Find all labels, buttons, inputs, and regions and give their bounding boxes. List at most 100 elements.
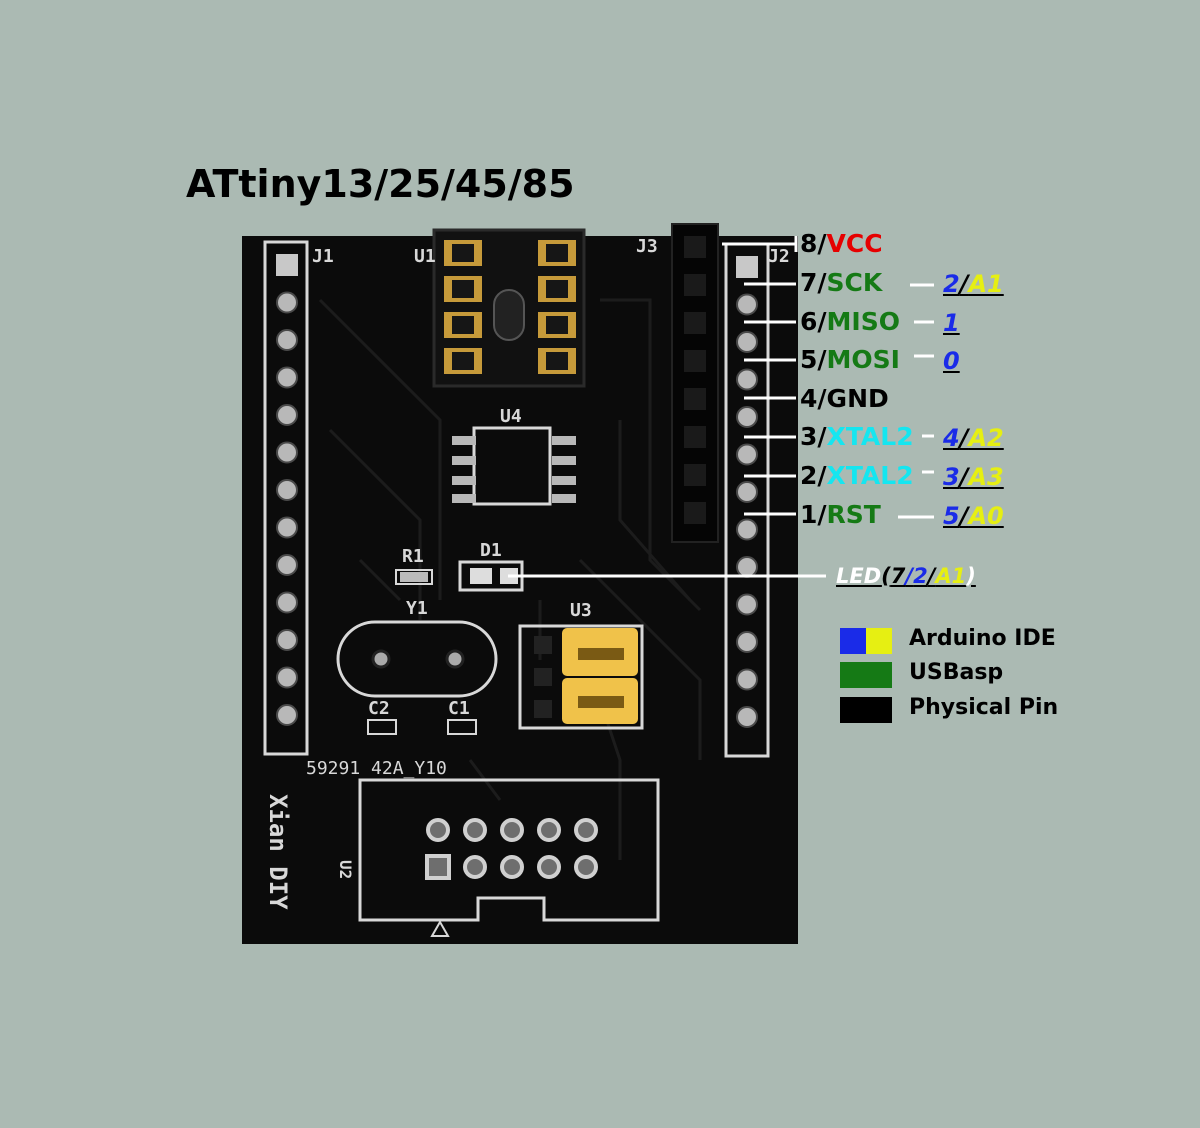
- physical-pin-number: 8: [800, 229, 818, 258]
- isp-pin: [463, 818, 487, 842]
- header-pin: [736, 706, 758, 728]
- led-label-part: ): [966, 564, 976, 588]
- arduino-pin-part: A0: [968, 502, 1004, 530]
- legend-swatch: [840, 628, 892, 654]
- arduino-pin-part: /: [959, 424, 969, 452]
- arduino-pin-part: 0: [943, 347, 960, 375]
- header-pin: [276, 704, 298, 726]
- led-label-part: 2: [913, 564, 928, 588]
- page-title: ATtiny13/25/45/85: [186, 162, 575, 206]
- isp-pin: [426, 818, 450, 842]
- silk-u3: U3: [570, 600, 592, 621]
- pin-label-7: 7/SCK: [800, 268, 882, 298]
- led-label-part: A1: [935, 564, 967, 588]
- header-pin: [276, 479, 298, 501]
- led-label-part: /: [927, 564, 936, 588]
- pin-function-name: XTAL2: [826, 422, 914, 451]
- header-pin: [736, 443, 758, 466]
- pin-label-8: 8/VCC: [800, 229, 883, 259]
- arduino-pin-part: 5: [943, 502, 960, 530]
- pin-function-name: SCK: [826, 268, 883, 297]
- arduino-pin-2: 3/A3: [943, 462, 1004, 492]
- silk-y1: Y1: [406, 598, 428, 619]
- header-pin: [276, 441, 298, 464]
- legend-swatch-half: [866, 628, 892, 654]
- led-label-part: LED: [836, 564, 882, 588]
- separator: /: [817, 461, 827, 490]
- separator: /: [817, 384, 827, 413]
- pin-label-3: 3/XTAL2: [800, 422, 914, 452]
- silk-d1: D1: [480, 540, 502, 561]
- physical-pin-number: 4: [800, 384, 818, 413]
- arduino-pin-part: 1: [943, 309, 960, 337]
- pin-label-2: 2/XTAL2: [800, 461, 914, 491]
- header-pin: [736, 593, 758, 616]
- legend-label: USBasp: [909, 660, 1004, 685]
- pin-label-5: 5/MOSI: [800, 345, 900, 375]
- arduino-pin-part: /: [959, 270, 969, 298]
- header-pin: [276, 666, 298, 689]
- physical-pin-number: 3: [800, 422, 818, 451]
- silk-u4: U4: [500, 406, 522, 427]
- arduino-pin-part: /: [959, 502, 969, 530]
- arduino-pin-3: 4/A2: [943, 423, 1004, 453]
- separator: /: [817, 345, 827, 374]
- header-pin: [736, 368, 758, 391]
- pin-function-name: GND: [826, 384, 889, 413]
- physical-pin-number: 5: [800, 345, 818, 374]
- silk-j3: J3: [636, 236, 658, 257]
- arduino-pin-part: /: [959, 463, 969, 491]
- arduino-pin-5: 0: [943, 346, 960, 376]
- pin-function-name: MISO: [826, 307, 900, 336]
- separator: /: [817, 268, 827, 297]
- silk-brand: Xian DIY: [264, 794, 292, 910]
- silk-u1: U1: [414, 246, 436, 267]
- pin-label-6: 6/MISO: [800, 307, 900, 337]
- header-pin: [736, 556, 758, 578]
- led-label-part: (: [881, 564, 891, 588]
- isp-pin: [463, 855, 487, 879]
- isp-pin: [537, 855, 561, 879]
- isp-pin: [500, 818, 524, 842]
- silk-u2: U2: [336, 860, 355, 879]
- header-pin: [276, 404, 298, 426]
- arduino-pin-part: 4: [943, 424, 960, 452]
- header-pin: [736, 406, 758, 428]
- arduino-pin-part: A1: [968, 270, 1004, 298]
- separator: /: [817, 307, 827, 336]
- header-pin: [276, 591, 298, 614]
- legend-swatch: [840, 662, 892, 688]
- j3-header: [671, 223, 719, 543]
- silk-c2: C2: [368, 698, 390, 719]
- separator: /: [817, 422, 827, 451]
- physical-pin-number: 1: [800, 500, 818, 529]
- header-pin: [276, 516, 298, 539]
- legend-swatch-half: [840, 697, 866, 723]
- arduino-pin-7: 2/A1: [943, 269, 1004, 299]
- arduino-pin-part: 2: [943, 270, 960, 298]
- legend-label: Arduino IDE: [909, 626, 1056, 651]
- header-pin: [736, 518, 758, 541]
- legend-swatch-half: [866, 662, 892, 688]
- header-pin: [276, 554, 298, 576]
- header-pin: [736, 631, 758, 653]
- led-label-part: 7: [890, 564, 906, 588]
- header-pin: [736, 331, 758, 353]
- silk-j1: J1: [312, 246, 334, 267]
- isp-pin: [425, 854, 451, 880]
- physical-pin-number: 2: [800, 461, 818, 490]
- pin-function-name: MOSI: [826, 345, 900, 374]
- arduino-pin-part: A3: [968, 463, 1004, 491]
- led-label-part: /: [905, 564, 914, 588]
- header-pin: [276, 291, 298, 314]
- physical-pin-number: 7: [800, 268, 818, 297]
- led-label: LED(7/2/A1): [836, 564, 976, 588]
- physical-pin-number: 6: [800, 307, 818, 336]
- legend-swatch-half: [866, 697, 892, 723]
- legend-swatch-half: [840, 628, 866, 654]
- silk-j2: J2: [768, 246, 790, 267]
- silk-c1: C1: [448, 698, 470, 719]
- legend-label: Physical Pin: [909, 695, 1059, 720]
- arduino-pin-1: 5/A0: [943, 501, 1004, 531]
